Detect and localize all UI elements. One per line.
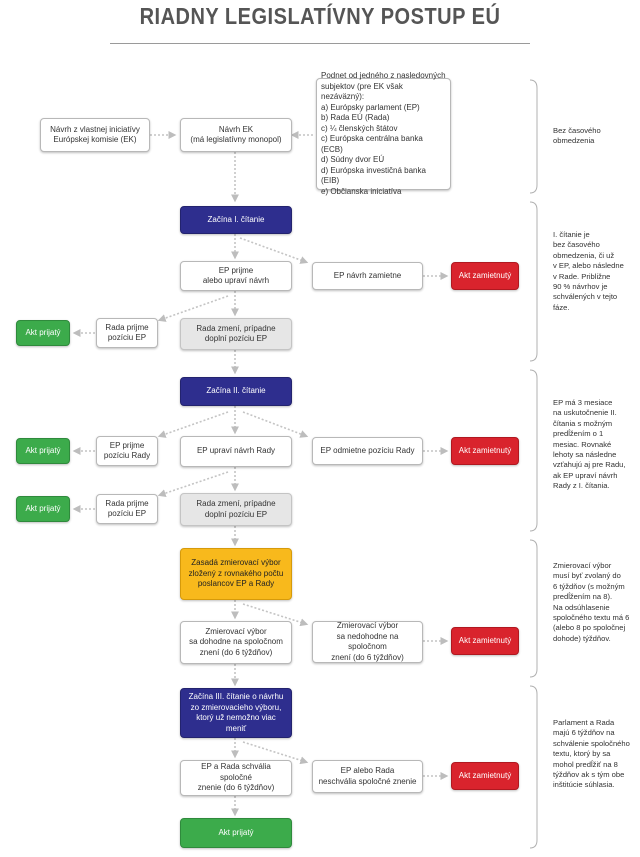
first-reading-box: Začína I. čítanie — [180, 206, 292, 234]
ek-proposal-box: Návrh EK (má legislatívny monopol) — [180, 118, 292, 152]
bracket-first-reading — [529, 201, 538, 362]
council-accepts-box-2: Rada prijme pozíciu EP — [96, 494, 158, 524]
own-initiative-box: Návrh z vlastnej iniciatívy Európskej ko… — [40, 118, 150, 152]
council-accepts-box-1: Rada prijme pozíciu EP — [96, 318, 158, 348]
arrow-ep-adopts-to-council-accepts — [157, 295, 229, 322]
council-amends-box-2: Rada zmení, prípadne doplní pozíciu EP — [180, 493, 292, 526]
either-rejects-box: EP alebo Rada neschvália spoločné znenie — [312, 760, 423, 793]
committee-fails-box: Zmierovací výbor sa nedohodne na spoločn… — [312, 621, 423, 663]
third-reading-box: Začína III. čítanie o návrhu zo zmierova… — [180, 688, 292, 738]
rejected-box-3: Akt zamietnutý — [451, 627, 519, 655]
ep-accepts-council-box: EP prijme pozíciu Rady — [96, 436, 158, 466]
note-first-reading: I. čítanie je bez časového obmedzenia, č… — [553, 230, 624, 312]
title-divider — [110, 43, 530, 44]
rejected-box-2: Akt zamietnutý — [451, 437, 519, 465]
ep-adopts-box: EP prijme alebo upraví návrh — [180, 261, 292, 291]
ep-rejects-box: EP návrh zamietne — [312, 262, 423, 290]
adopted-box-2: Akt prijatý — [16, 438, 70, 464]
rejected-box-4: Akt zamietnutý — [451, 762, 519, 790]
bracket-conciliation — [529, 539, 538, 678]
second-reading-box: Začína II. čítanie — [180, 377, 292, 406]
note-no-time-limit: Bez časového obmedzenia — [553, 126, 601, 146]
arrow-second-reading-to-ep-accepts — [157, 411, 229, 438]
both-approve-box: EP a Rada schvália spoločné znenie (do 6… — [180, 760, 292, 796]
other-initiators-box: Podnet od jedného z nasledovných subjekt… — [316, 71, 451, 196]
note-third-reading: Parlament a Rada majú 6 týždňov na schvá… — [553, 718, 630, 790]
adopted-box-1: Akt prijatý — [16, 320, 70, 346]
council-amends-box-1: Rada zmení, prípadne doplní pozíciu EP — [180, 318, 292, 350]
committee-agrees-box: Zmierovací výbor sa dohodne na spoločnom… — [180, 621, 292, 664]
arrow-second-reading-to-ep-rejects — [242, 411, 309, 438]
arrow-ep-amends-to-council-accepts — [157, 471, 229, 497]
bracket-second-reading — [529, 369, 538, 532]
note-second-reading: EP má 3 mesiace na uskutočnenie II. číta… — [553, 398, 626, 491]
adopted-box-3: Akt prijatý — [16, 496, 70, 522]
arrow-committee-to-fails — [242, 603, 309, 627]
arrow-first-reading-to-ep-rejects — [239, 237, 309, 264]
conciliation-committee-box: Zasadá zmierovací výbor zložený z rovnak… — [180, 548, 292, 600]
ep-rejects-council-box: EP odmietne pozíciu Rady — [312, 437, 423, 465]
arrow-third-reading-to-reject — [242, 741, 309, 765]
adopted-final-box: Akt prijatý — [180, 818, 292, 848]
note-conciliation: Zmierovací výbor musí byť zvolaný do 6 t… — [553, 561, 630, 643]
rejected-box-1: Akt zamietnutý — [451, 262, 519, 290]
ep-amends-council-box: EP upraví návrh Rady — [180, 436, 292, 467]
page-title: RIADNY LEGISLATÍVNY POSTUP EÚ — [139, 4, 501, 30]
bracket-third-reading — [529, 685, 538, 849]
bracket-no-time-limit — [529, 79, 538, 194]
